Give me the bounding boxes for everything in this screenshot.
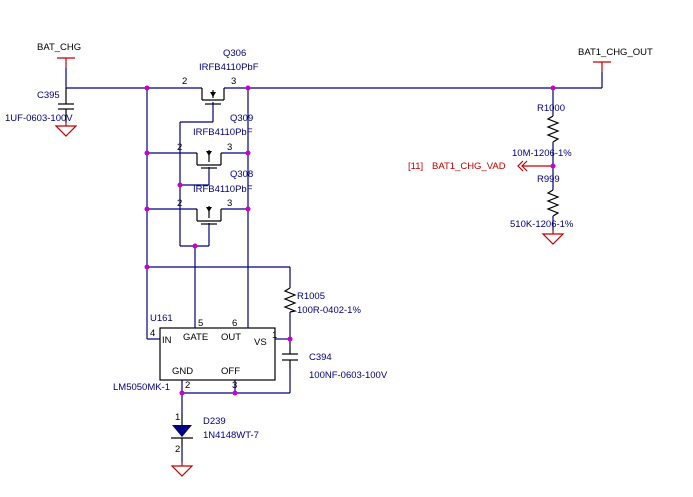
u161-pin-vs-label: VS [254, 337, 267, 348]
bat1-chg-out-label: BAT1_CHG_OUT [578, 47, 653, 58]
u161-value: LM5050MK-1 [113, 382, 170, 393]
junction-dot [245, 150, 251, 156]
q308-pin-3: 3 [227, 198, 232, 209]
mosfet-q308: 2 3 Q308 IRFB4110PbF [177, 169, 253, 225]
junction-dot [245, 206, 251, 212]
r1000-value: 10M-1206-1% [512, 148, 572, 159]
u161-pin-off-num: 3 [232, 380, 237, 391]
c394-ref: C394 [309, 352, 332, 363]
q306-pin-3: 3 [231, 76, 236, 87]
q308-value: IRFB4110PbF [193, 184, 253, 195]
capacitor-c394: C394 100NF-0603-100V [282, 346, 388, 381]
u161-pin-gate-label: GATE [183, 332, 208, 343]
bat-chg-label: BAT_CHG [37, 42, 81, 53]
resistor-r999: R999 510K-1206-1% [510, 174, 574, 245]
q309-ref: Q309 [230, 113, 253, 124]
junction-dot [144, 206, 150, 212]
q309-pin-2: 2 [177, 142, 182, 153]
junction-dot [144, 150, 150, 156]
bat-chg-port: BAT_CHG [37, 42, 81, 88]
u161-pin-vs-num: 1 [272, 330, 277, 341]
junction-dot [177, 182, 183, 188]
u161-pin-gnd-num: 2 [185, 380, 190, 391]
q309-pin-3: 3 [227, 142, 232, 153]
c394-value: 100NF-0603-100V [309, 370, 388, 381]
d239-value: 1N4148WT-7 [203, 430, 259, 441]
q306-value: IRFB4110PbF [199, 62, 259, 73]
q308-ref: Q308 [230, 169, 253, 180]
junction-dot [232, 390, 238, 396]
junction-dot [245, 85, 251, 91]
junction-dot [287, 336, 293, 342]
u161-pin-gnd-label: GND [172, 366, 193, 377]
r999-ref: R999 [537, 174, 560, 185]
diode-d239: 1 2 D239 1N4148WT-7 [170, 412, 259, 477]
u161-ref: U161 [150, 313, 173, 324]
resistor-r1005: R1005 100R-0402-1% [283, 287, 361, 316]
u161-pin-out-num: 6 [232, 318, 237, 329]
junction-dot [179, 390, 185, 396]
main-bus [66, 87, 602, 462]
r1005-value: 100R-0402-1% [297, 305, 361, 316]
junction-dot [144, 85, 150, 91]
u161-pin-in-num: 4 [150, 328, 155, 339]
junction-dot [144, 264, 150, 270]
u161-pin-out-label: OUT [221, 332, 241, 343]
d239-pin-2: 2 [175, 444, 180, 455]
q309-value: IRFB4110PbF [193, 127, 253, 138]
c395-value: 1UF-0603-100V [5, 113, 73, 124]
q306-ref: Q306 [223, 48, 246, 59]
d239-ref: D239 [203, 416, 226, 427]
q308-pin-2: 2 [177, 198, 182, 209]
d239-pin-1: 1 [175, 412, 180, 423]
u161-pin-in-label: IN [162, 335, 172, 346]
r999-value: 510K-1206-1% [510, 219, 574, 230]
junction-dot [192, 243, 198, 249]
u161-pin-gate-num: 5 [198, 318, 203, 329]
junction-dot [550, 85, 556, 91]
bat1-chg-vad-page: [11] [408, 161, 423, 172]
bat1-chg-vad-label: BAT1_CHG_VAD [432, 161, 506, 172]
c395-ref: C395 [37, 90, 60, 101]
bat1-chg-out-port: BAT1_CHG_OUT [578, 47, 653, 88]
junctions [144, 85, 556, 396]
r1000-ref: R1000 [537, 103, 565, 114]
bat1-chg-vad-port: [11] BAT1_CHG_VAD [408, 160, 553, 172]
ic-u161: U161 LM5050MK-1 IN 4 GATE 5 OUT 6 VS 1 G… [113, 313, 277, 393]
mosfet-q306: 2 3 Q306 IRFB4110PbF [182, 48, 259, 105]
r1005-ref: R1005 [297, 291, 325, 302]
u161-pin-off-label: OFF [221, 366, 240, 377]
junction-dot [550, 163, 556, 169]
capacitor-c395: C395 1UF-0603-100V [5, 88, 78, 137]
q306-pin-2: 2 [182, 76, 187, 87]
mosfet-q309: 2 3 Q309 IRFB4110PbF [177, 113, 253, 169]
